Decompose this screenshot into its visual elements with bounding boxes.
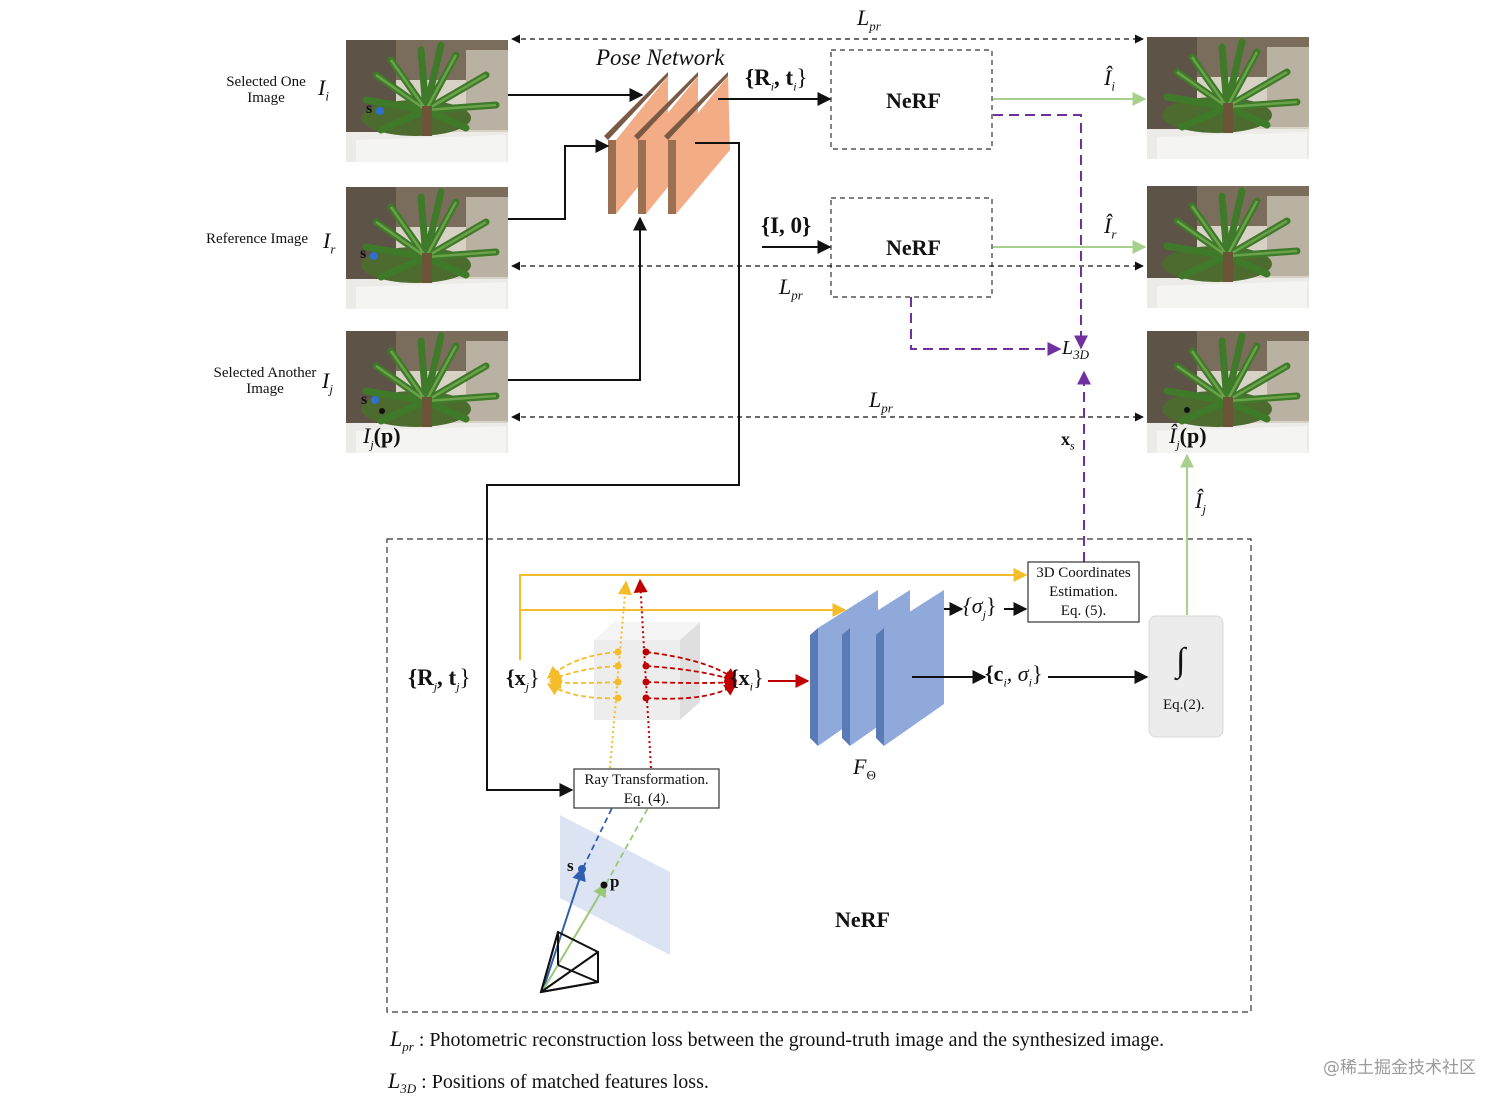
label-I-i: Ii xyxy=(318,75,329,104)
reference-image xyxy=(346,187,508,309)
synth-image-i xyxy=(1147,37,1309,159)
nerf-bottom-label: NeRF xyxy=(835,907,890,932)
f-theta-blocks xyxy=(810,590,944,746)
ray-transformation-box xyxy=(573,768,720,809)
feature-point-s-j xyxy=(371,396,379,404)
label-Lpr-top: Lpr xyxy=(857,5,881,34)
label-hat-Ij-p: Îj(p) xyxy=(1169,423,1207,452)
label-c-sigma: {ci, σi} xyxy=(985,661,1043,690)
point-s-r-label: s xyxy=(360,245,367,262)
label-hat-Ir: Îr xyxy=(1104,213,1117,242)
label-Lpr-mid: Lpr xyxy=(779,274,803,303)
reference-image-label: Reference Image xyxy=(206,231,309,247)
label-Rt-i: {Ri, ti} xyxy=(745,65,808,94)
label-L3D: L3D xyxy=(1062,337,1090,362)
sample-cube xyxy=(594,622,700,720)
label-Lpr-bottom: Lpr xyxy=(869,387,893,416)
feature-point-p-j xyxy=(379,408,385,414)
label-I-j: Ij xyxy=(322,368,333,397)
pose-network-blocks xyxy=(604,72,730,214)
synth-image-r xyxy=(1147,186,1309,308)
camera-icon xyxy=(539,930,599,994)
point-s-label: s xyxy=(567,856,574,875)
label-I0: {I, 0} xyxy=(761,213,812,238)
ray-box-text: Ray Transformation.Eq. (4). xyxy=(584,772,709,807)
legend-lpr: Lpr : Photometric reconstruction loss be… xyxy=(390,1026,1165,1054)
label-Ij-p: Ij(p) xyxy=(363,423,401,452)
feature-point-s-i xyxy=(376,107,384,115)
integral-eq-label: Eq.(2). xyxy=(1163,697,1205,713)
pose-network-title: Pose Network xyxy=(596,45,725,70)
nerf-top-label: NeRF xyxy=(886,88,941,113)
label-x-i: {xi} xyxy=(730,665,764,694)
label-sigma-j: {σj} xyxy=(963,593,997,622)
integral-symbol: ∫ xyxy=(1176,642,1186,679)
label-hat-Ii: Îi xyxy=(1104,65,1115,94)
feature-point-p-hat-j xyxy=(1184,407,1190,413)
feature-point-s-r xyxy=(370,252,378,260)
nerf-container xyxy=(386,538,1252,1013)
label-I-r: Ir xyxy=(323,228,336,257)
point-s-j-label: s xyxy=(361,391,368,408)
volume-rendering-box xyxy=(1148,615,1224,738)
legend-l3d: L3D : Positions of matched features loss… xyxy=(388,1068,709,1096)
coords-estimation-box xyxy=(1027,561,1140,623)
point-s-i-label: s xyxy=(366,100,373,117)
nerf-mid-label: NeRF xyxy=(886,235,941,260)
label-hat-Ij: Îj xyxy=(1195,488,1206,517)
watermark: @稀土掘金技术社区 xyxy=(1323,1058,1476,1078)
label-x-j: {xj} xyxy=(506,665,540,694)
label-F-theta: FΘ xyxy=(853,754,876,783)
image-plane xyxy=(560,815,670,955)
label-Rt-j: {Rj, tj} xyxy=(408,665,471,694)
label-x-s: xs xyxy=(1061,429,1075,453)
point-p-label: p xyxy=(610,872,620,891)
